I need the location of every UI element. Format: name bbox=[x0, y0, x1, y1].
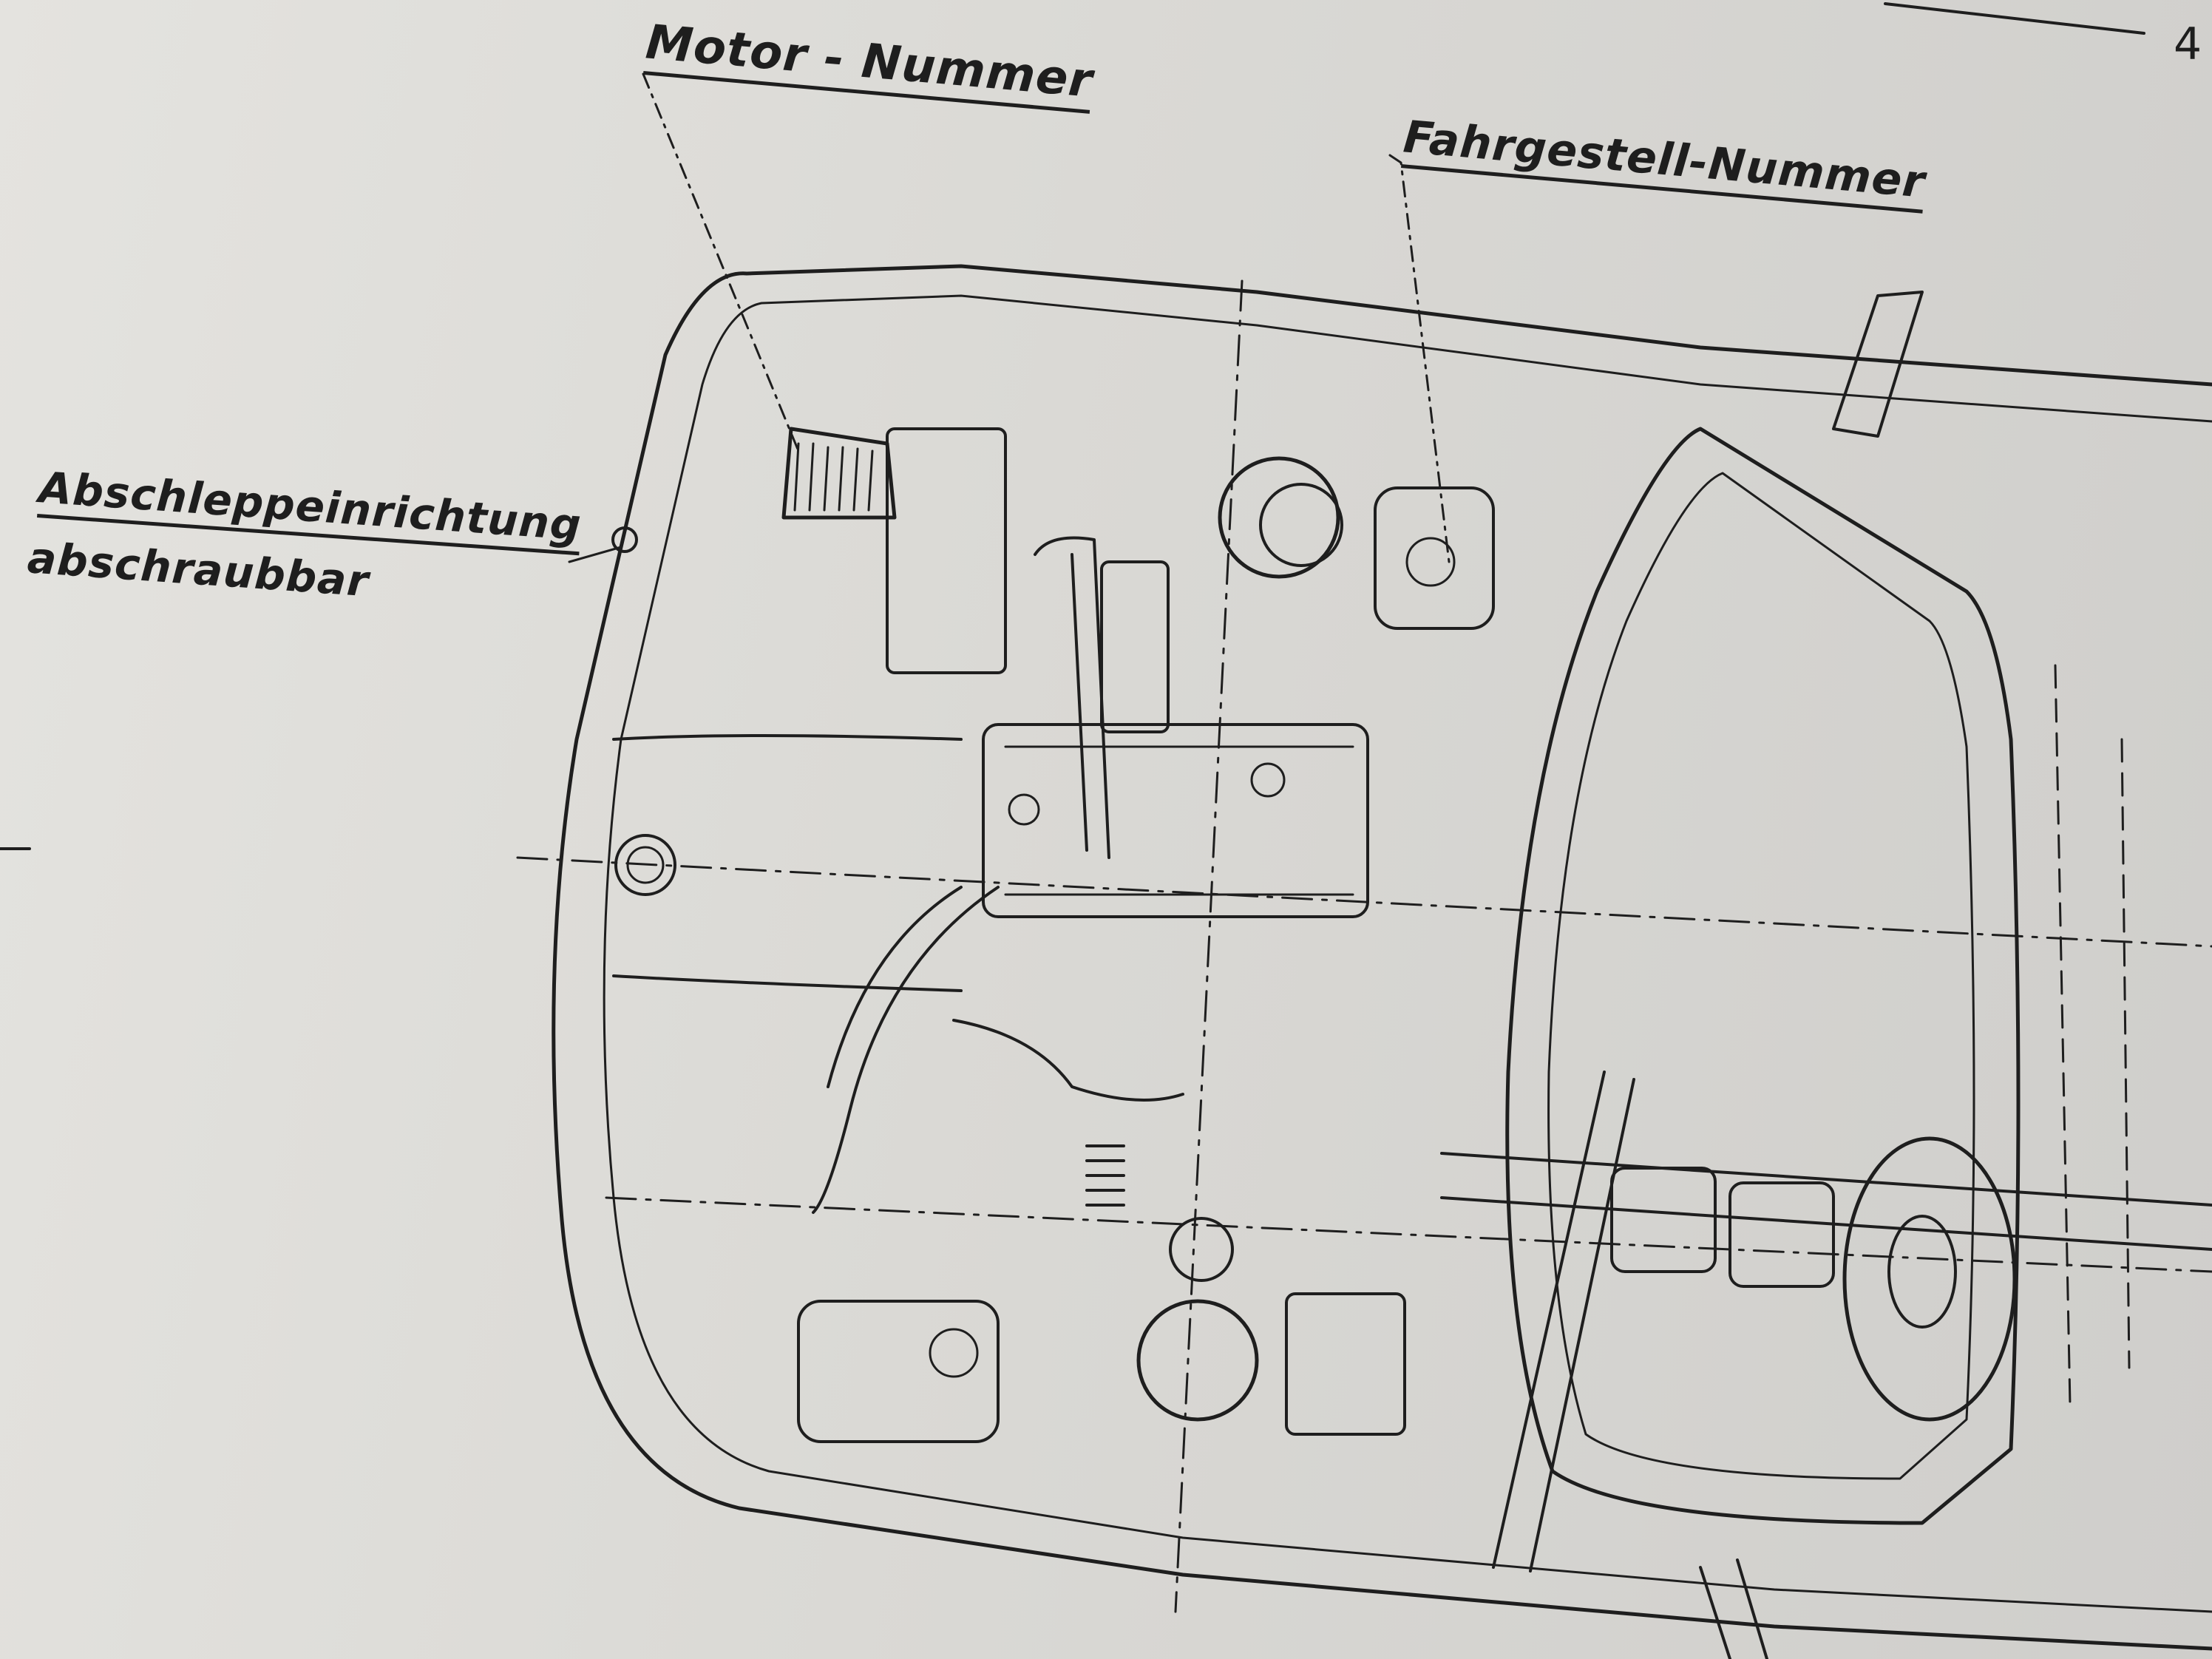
centerline-lower bbox=[605, 1196, 2212, 1273]
air-filter bbox=[1218, 456, 1340, 579]
steering-hub bbox=[1887, 1215, 1957, 1329]
fluid-reservoir bbox=[1374, 486, 1495, 630]
radiator-fins bbox=[793, 442, 874, 512]
drive-shaft bbox=[1440, 1152, 2212, 1251]
centerline-horizontal bbox=[516, 856, 2212, 948]
engine-cap-right bbox=[1250, 762, 1286, 798]
towing-hook bbox=[611, 526, 638, 553]
washer-tank-cap bbox=[929, 1328, 979, 1378]
dashed-body-outline bbox=[2054, 664, 2131, 1406]
rear-mirror-mount bbox=[1699, 1558, 1768, 1659]
side-mirror bbox=[1832, 291, 1924, 438]
front-emblem bbox=[614, 834, 676, 896]
centerline-vertical bbox=[1174, 279, 1244, 1613]
chassis-number-leader bbox=[1388, 154, 1451, 563]
engine-cylinder-heads bbox=[1004, 745, 1354, 896]
carburettor bbox=[1100, 560, 1170, 733]
engine-number-leader bbox=[642, 72, 800, 452]
radiator bbox=[781, 427, 897, 520]
reservoir-cap bbox=[1405, 537, 1456, 587]
air-filter-inner bbox=[1259, 483, 1343, 567]
engine-block bbox=[982, 723, 1369, 918]
steering-wheel bbox=[1842, 1136, 2017, 1422]
towing-device-leader bbox=[568, 546, 622, 563]
washer-tank bbox=[797, 1300, 1000, 1443]
car-body-inner-outline bbox=[603, 294, 2212, 1613]
master-cylinder bbox=[1285, 1292, 1406, 1436]
cabin-frame bbox=[1505, 427, 2021, 1525]
intake-pipe bbox=[1034, 536, 1110, 859]
coolant-hose bbox=[952, 1019, 1184, 1102]
page-header-line bbox=[1884, 2, 2145, 35]
fan-pulley bbox=[1169, 1217, 1234, 1282]
cabin-inner-frame bbox=[1547, 472, 1975, 1480]
front-emblem-inner bbox=[626, 846, 665, 884]
door-pillar bbox=[1492, 1071, 1635, 1573]
gearbox-tunnel bbox=[1610, 1167, 1717, 1273]
exhaust-pipe bbox=[812, 886, 1000, 1214]
engine-cap-left bbox=[1008, 793, 1040, 826]
fan-housing bbox=[886, 427, 1007, 674]
car-body-outline bbox=[552, 264, 2212, 1651]
gearbox-tunnel-2 bbox=[1728, 1181, 1835, 1288]
brake-servo bbox=[1136, 1299, 1259, 1422]
carburettor-spring bbox=[1085, 1144, 1125, 1207]
page-number: 4 bbox=[2174, 18, 2203, 70]
front-bumper bbox=[612, 734, 963, 992]
